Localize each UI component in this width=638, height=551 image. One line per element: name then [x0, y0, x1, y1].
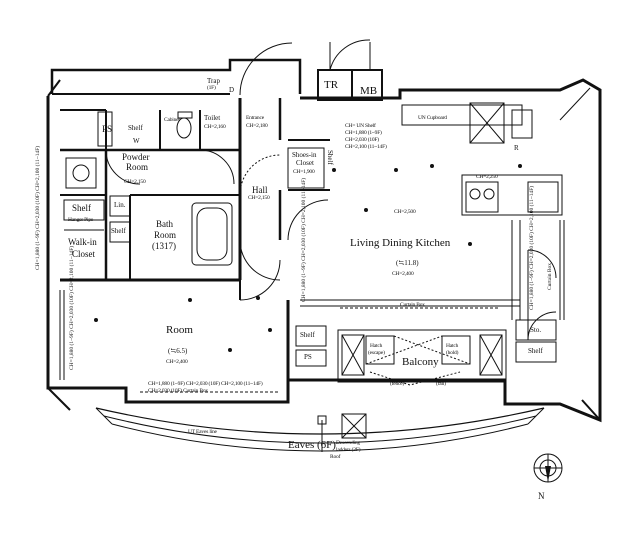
r-mark-label: R	[514, 144, 519, 152]
ch-left-2-label: CH=2,030 (10F)	[345, 137, 379, 143]
powder-ch-label: CH=2,150	[124, 179, 146, 185]
d-mark-label: D	[229, 86, 235, 94]
hall-label: Hall	[252, 185, 268, 195]
trap-floor-label: (1F)	[207, 85, 216, 91]
entrance-label: Entrance	[246, 115, 264, 121]
shelf-left-label: Shelf	[72, 203, 91, 213]
curtain-box-top-label: Curtain Box	[400, 302, 425, 308]
ps-top-label: PS	[102, 124, 113, 134]
left-ch-vertical-label: CH=1,880 (1~9F) CH=2,030 (10F) CH=2,100 …	[35, 145, 41, 270]
shelf-mid-label: Shelf	[111, 227, 126, 235]
room-bottom-ch2-label: CH=2,030 (10F) Curtain Box	[148, 388, 208, 394]
walk-in-closet-label-2: Closet	[72, 249, 96, 259]
tr-label: TR	[324, 79, 339, 91]
powder-room-label-2: Room	[126, 162, 149, 172]
room-ch-label: CH=2,400	[166, 359, 188, 365]
hanger-pipe-label: Hanger Pipe	[68, 217, 94, 223]
room-left-vertical-label: CH=1,880 (1~9F) CH=2,030 (10F) CH=2,100 …	[69, 245, 75, 370]
toilet-ch-label: CH=2,160	[204, 124, 226, 130]
ch-left-1-label: CH=1,880 (1~9F)	[345, 130, 382, 136]
bathtub	[191, 202, 233, 266]
lin-label: Lin.	[114, 201, 126, 209]
fence-label: (fence)	[390, 381, 405, 387]
bath-room-label-1: Bath	[156, 219, 173, 229]
mb-box	[351, 69, 383, 101]
trap-label: Trap	[207, 77, 220, 85]
right-ch-vertical-label: CH=1,880 (1~9F) CH=2,030 (10F) CH=2,100 …	[529, 185, 535, 310]
top-door-arc	[329, 39, 371, 71]
ch-un-shelf-label: CH= UN Shelf	[345, 123, 376, 129]
washbasin	[65, 157, 97, 189]
entrance-ch-label: CH=2,180	[246, 123, 268, 129]
bath-room-label-2: Room	[154, 230, 177, 240]
eaves-label: Eaves (6F)	[288, 439, 336, 451]
descending-label-2: ladders (2F)	[336, 447, 361, 453]
hatch-2b-label: (hold)	[446, 350, 459, 356]
compass-n-label: N	[538, 491, 545, 501]
ldk-size-label: (≒11.8)	[396, 259, 419, 267]
hatch-1b-label: (escape)	[368, 350, 385, 356]
mb-label: MB	[360, 85, 378, 97]
room-size-label: (≒6.5)	[168, 347, 188, 355]
outer-wall-left	[50, 58, 302, 94]
rail-label: (rail)	[436, 381, 446, 387]
compass-icon	[533, 453, 563, 483]
outer-shell	[46, 78, 602, 423]
roof-label: Roof	[330, 454, 341, 460]
kitchen-counter-island	[461, 174, 563, 216]
hall-ch-label: CH=2,150	[248, 195, 270, 201]
shoes-ch-label: CH=1,900	[293, 169, 315, 175]
shoes-in-closet-label-1: Shoes-in	[292, 151, 317, 159]
eaves-curve	[95, 407, 545, 435]
ch-left-3-label: CH=2,100 (11~14F)	[345, 144, 387, 150]
ldk-title-label: Living Dining Kitchen	[350, 237, 451, 249]
room-label: Room	[166, 324, 193, 336]
entry-door-arc	[239, 42, 293, 96]
ldk-ch-label: CH=2,400	[392, 271, 414, 277]
shelf-top-label: Shelf	[128, 124, 143, 132]
kitchen-ch-label: CH=2,250	[476, 174, 498, 180]
bath-size-label: (1317)	[152, 241, 176, 251]
hatch-2-label: Hatch	[446, 343, 459, 349]
mid-ch-vertical-label: CH=1,880 (1~9F) CH=2,030 (10F) CH=2,100 …	[301, 177, 307, 302]
room-bottom-ch1-label: CH=1,880 (1~9F) CH=2,030 (10F) CH=2,100 …	[148, 381, 263, 387]
shelf-shoes-label: Shelf	[326, 150, 334, 165]
ut-eaves-label: UT Eaves line	[188, 429, 217, 435]
hatch-1-label: Hatch	[370, 343, 383, 349]
balcony-label: Balcony	[402, 356, 439, 368]
powder-room-label-1: Powder	[122, 152, 150, 162]
sto-label: Sto.	[530, 326, 542, 334]
light-mark	[256, 296, 260, 300]
shelf-right-label: Shelf	[528, 347, 543, 355]
w-mark-label: W	[133, 137, 140, 145]
walk-in-closet-label-1: Walk-in	[68, 237, 97, 247]
ps-bottom-label: PS	[304, 353, 312, 361]
curtain-box-right-label: Curtain Box	[547, 262, 553, 290]
toilet-label: Toilet	[204, 114, 221, 122]
shoes-in-closet-label-2: Closet	[296, 159, 314, 167]
kitchen-counter-top	[401, 104, 523, 126]
descending-label-1: Descending	[336, 440, 360, 446]
balcony-area	[337, 329, 507, 383]
un-cupboard-label: UN Cupboard	[418, 115, 447, 121]
shelf-ps-label: Shelf	[300, 331, 315, 339]
ldk-ch2-label: CH=2,500	[394, 209, 416, 215]
cabinet-label: Cabinet	[164, 117, 180, 123]
